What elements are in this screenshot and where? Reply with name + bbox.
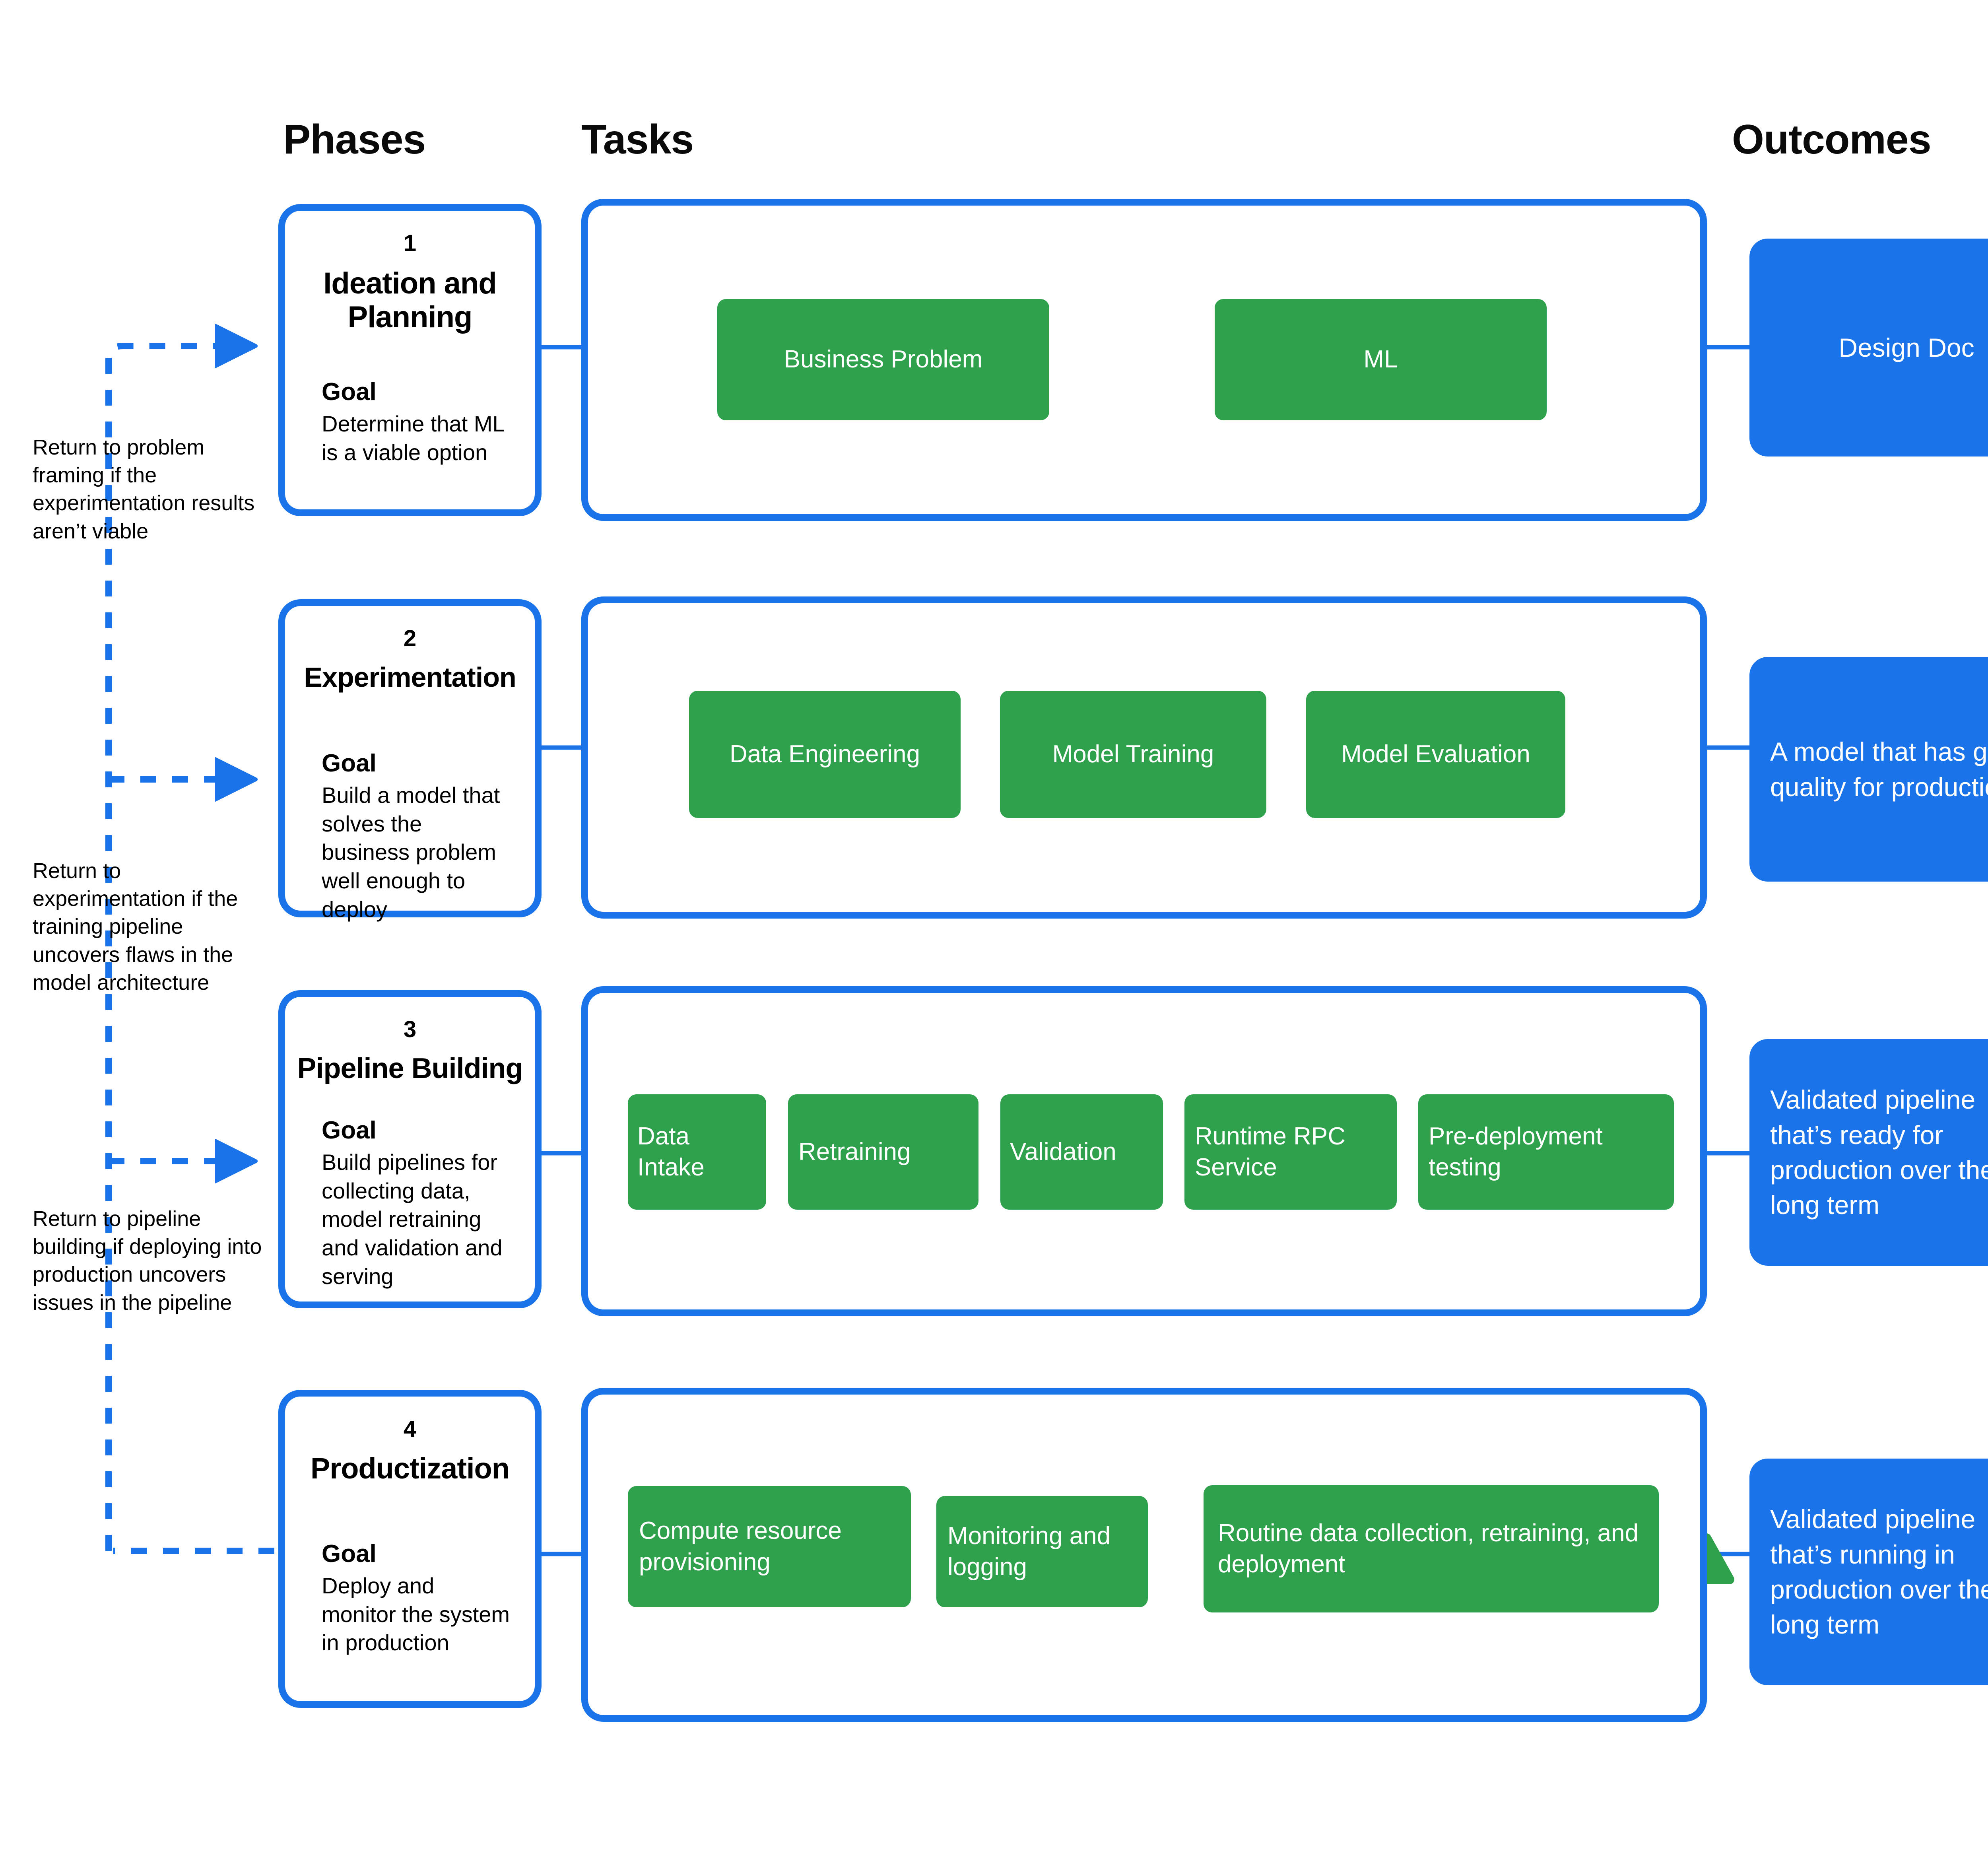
- goal-text-4: Deploy and monitor the system in product…: [322, 1573, 510, 1655]
- outcome-text-3: Validated pipeline that’s ready for prod…: [1770, 1085, 1988, 1220]
- outcome-card-2[interactable]: A model that has good quality for produc…: [1749, 657, 1988, 882]
- task-box-model-training[interactable]: Model Training: [1000, 691, 1266, 818]
- task-label: Pre-deployment testing: [1429, 1122, 1603, 1181]
- task-label: Business Problem: [784, 346, 983, 373]
- task-label: Monitoring and logging: [947, 1522, 1111, 1581]
- outcome-text-2: A model that has good quality for produc…: [1770, 737, 1988, 802]
- phase-card-4[interactable]: 4 Productization Goal Deploy and monitor…: [278, 1390, 542, 1708]
- task-outcome-links: [1707, 345, 1749, 1556]
- phase-card-1[interactable]: 1 Ideation and Planning Goal Determine t…: [278, 204, 542, 516]
- phase-title-3: Pipeline Building: [297, 1053, 523, 1084]
- task-label: Routine data collection, retraining, and…: [1218, 1519, 1639, 1578]
- phase-title-4: Productization: [311, 1452, 510, 1485]
- task-box-routine-data-collection[interactable]: Routine data collection, retraining, and…: [1204, 1485, 1659, 1612]
- note-return-to-problem-framing: Return to problem framing if the experim…: [33, 435, 255, 543]
- task-label: Model Evaluation: [1341, 740, 1530, 768]
- tasks-card-3[interactable]: Data Intake Retraining Validation Runtim…: [581, 986, 1707, 1316]
- tasks-card-4[interactable]: Compute resource provisioning Monitoring…: [581, 1388, 1707, 1722]
- phase-task-links: [542, 345, 581, 1556]
- column-header-tasks: Tasks: [581, 117, 694, 163]
- tasks-card-1[interactable]: Business Problem ML: [581, 199, 1707, 521]
- note-return-to-experimentation: Return to experimentation if the trainin…: [33, 859, 238, 995]
- phase-card-3[interactable]: 3 Pipeline Building Goal Build pipelines…: [278, 990, 542, 1308]
- task-box-monitoring-and-logging[interactable]: Monitoring and logging: [936, 1496, 1148, 1607]
- outcome-text-4: Validated pipeline that’s running in pro…: [1770, 1504, 1988, 1640]
- task-label: Runtime RPC Service: [1195, 1122, 1345, 1181]
- phase-number-4: 4: [403, 1416, 417, 1442]
- column-header-phases: Phases: [283, 117, 426, 163]
- phase-card-2[interactable]: 2 Experimentation Goal Build a model tha…: [278, 599, 542, 922]
- phase-number-3: 3: [403, 1016, 417, 1042]
- task-label: Validation: [1010, 1138, 1116, 1166]
- goal-label-4: Goal: [322, 1540, 377, 1568]
- goal-label-2: Goal: [322, 750, 377, 777]
- phase-title-2: Experimentation: [304, 662, 516, 693]
- task-label: Model Training: [1052, 740, 1214, 768]
- outcome-card-4[interactable]: Validated pipeline that’s running in pro…: [1749, 1459, 1988, 1685]
- task-box-validation[interactable]: Validation: [1000, 1094, 1163, 1210]
- task-label: Data Engineering: [729, 740, 920, 768]
- task-label: Data Intake: [637, 1122, 705, 1181]
- outcome-card-3[interactable]: Validated pipeline that’s ready for prod…: [1749, 1039, 1988, 1266]
- task-box-data-intake[interactable]: Data Intake: [628, 1094, 766, 1210]
- tasks-card-2[interactable]: Data Engineering Model Training Model Ev…: [581, 596, 1707, 919]
- goal-text-1: Determine that ML is a viable option: [322, 411, 504, 465]
- goal-label-3: Goal: [322, 1117, 377, 1144]
- task-box-business-problem[interactable]: Business Problem: [717, 299, 1049, 420]
- task-box-retraining[interactable]: Retraining: [788, 1094, 978, 1210]
- task-box-compute-resource-provisioning[interactable]: Compute resource provisioning: [628, 1486, 911, 1607]
- note-return-to-pipeline-building: Return to pipeline building if deploying…: [33, 1207, 262, 1315]
- goal-text-3: Build pipelines for collecting data, mod…: [322, 1150, 503, 1289]
- task-box-model-evaluation[interactable]: Model Evaluation: [1306, 691, 1565, 818]
- task-box-data-engineering[interactable]: Data Engineering: [689, 691, 961, 818]
- task-label: ML: [1363, 346, 1398, 373]
- task-box-ml[interactable]: ML: [1215, 299, 1547, 420]
- column-header-outcomes: Outcomes: [1732, 117, 1932, 163]
- outcome-text-1: Design Doc: [1839, 332, 1974, 362]
- task-label: Retraining: [798, 1138, 911, 1166]
- phase-number-1: 1: [403, 230, 417, 256]
- task-box-runtime-rpc-service[interactable]: Runtime RPC Service: [1184, 1094, 1397, 1210]
- phase-number-2: 2: [403, 626, 417, 651]
- task-label: Compute resource provisioning: [639, 1517, 842, 1576]
- phase-title-1: Ideation and Planning: [323, 266, 497, 334]
- goal-text-2: Build a model that solves the business p…: [322, 783, 500, 922]
- task-box-pre-deployment-testing[interactable]: Pre-deployment testing: [1418, 1094, 1674, 1210]
- goal-label-1: Goal: [322, 378, 377, 406]
- outcome-card-1[interactable]: Design Doc: [1749, 239, 1988, 457]
